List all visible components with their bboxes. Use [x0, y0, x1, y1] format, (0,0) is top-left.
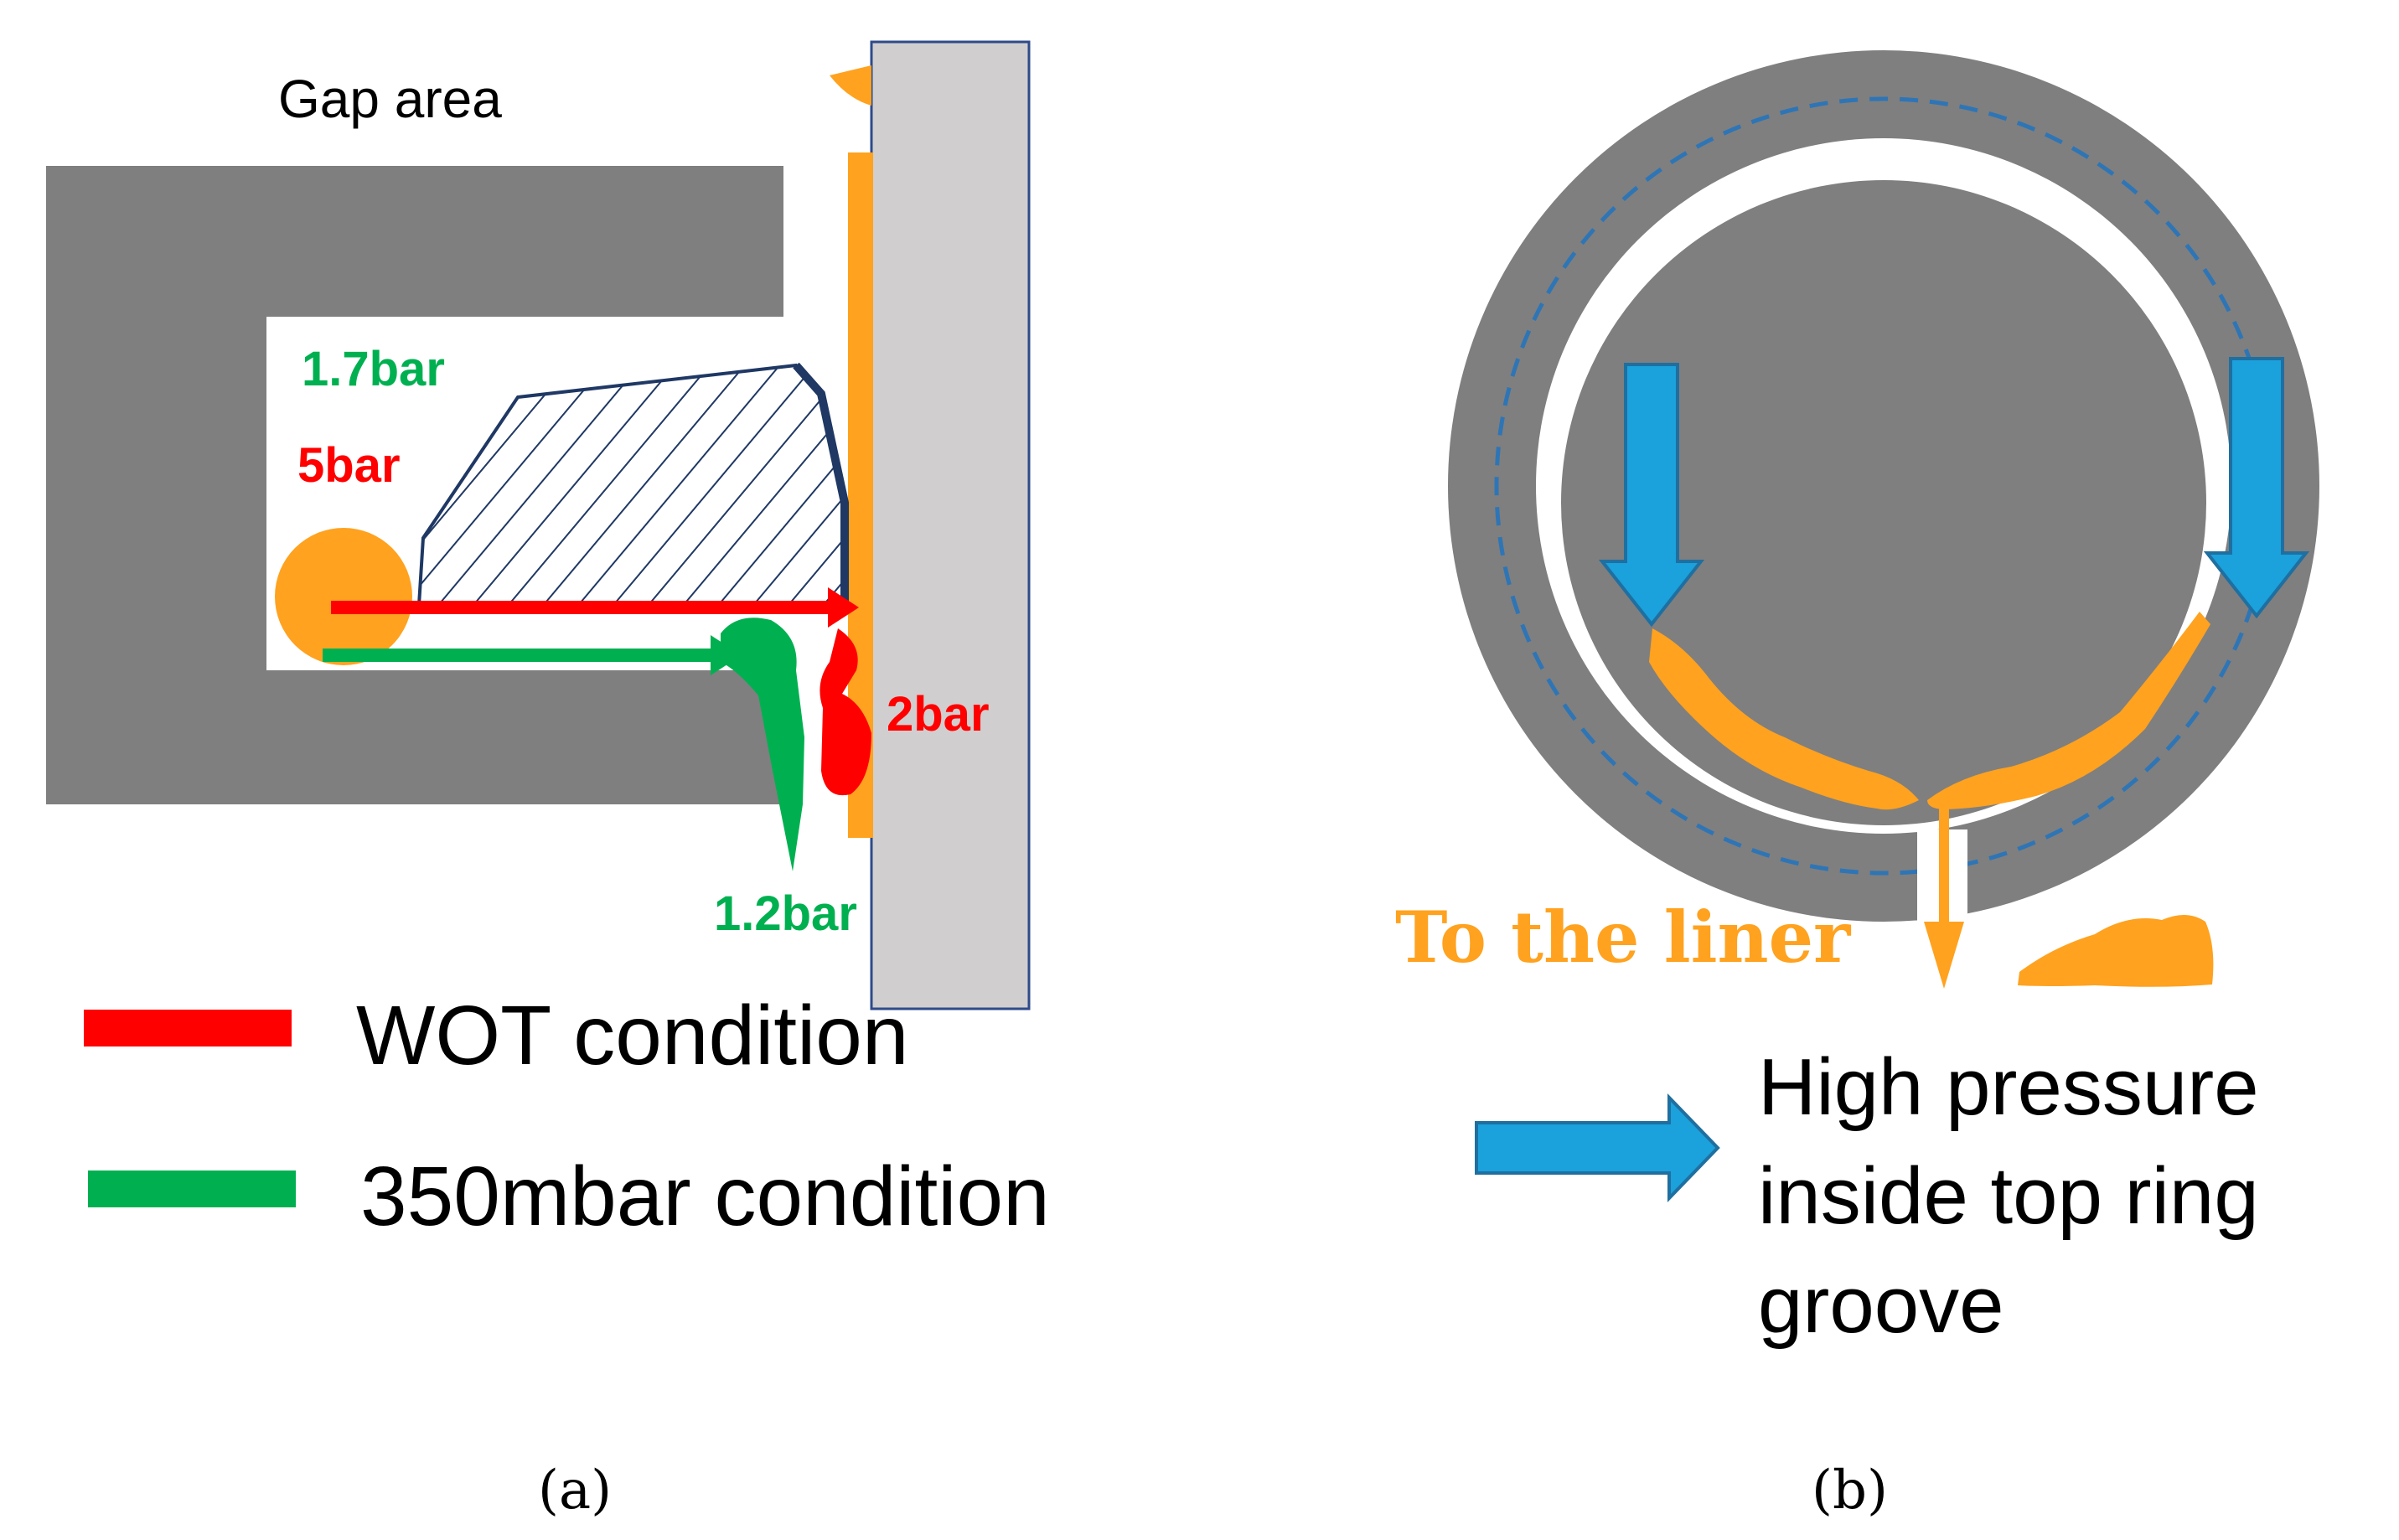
oil-droplet-top: [830, 65, 871, 106]
legend-swatch-350mbar: [88, 1171, 296, 1207]
to-liner-arrow: [1924, 800, 1964, 989]
pressure-arrow-right: [2203, 357, 2310, 619]
panel-a: Gap area 1.7bar 5bar 2bar 1.2bar: [46, 40, 1050, 1522]
pressure-label-1-7bar: 1.7bar: [302, 342, 445, 396]
oil-drop-groove: [275, 528, 412, 665]
wot-flow-arrow: [331, 587, 859, 628]
red-flow-shape: [819, 628, 871, 796]
legend-label-wot: WOT condition: [356, 989, 909, 1083]
piston-ring: [416, 363, 846, 607]
to-the-liner-label: To the liner: [1395, 896, 1852, 979]
350mbar-flow-arrow: [323, 635, 742, 675]
pressure-arrow-left: [1598, 363, 1705, 628]
cylinder-liner: [870, 40, 1031, 1010]
piston-groove: [46, 166, 783, 804]
ring-face-edge: [793, 362, 849, 603]
pressure-label-1-2bar: 1.2bar: [714, 886, 857, 941]
pressure-label-2bar: 2bar: [887, 687, 990, 742]
gap-area-label: Gap area: [278, 69, 502, 129]
piston-disk: [1561, 180, 2206, 825]
green-flow-shape: [721, 618, 804, 871]
caption-b: (b): [1812, 1460, 1888, 1522]
legend-text-line-2: inside top ring: [1758, 1151, 2259, 1241]
legend-arrow-icon: [1475, 1093, 1720, 1202]
legend-text-line-3: groove: [1758, 1260, 2004, 1350]
pressure-label-5bar: 5bar: [297, 438, 401, 493]
oil-puddle: [2018, 914, 2214, 987]
legend-text-line-1: High pressure: [1758, 1042, 2259, 1132]
legend-label-350mbar: 350mbar condition: [360, 1150, 1050, 1243]
oil-band: [1649, 612, 2210, 810]
caption-a: (a): [538, 1460, 612, 1522]
panel-b: To the liner High pressure inside top ri…: [1395, 50, 2319, 1522]
legend-swatch-wot: [84, 1010, 292, 1046]
